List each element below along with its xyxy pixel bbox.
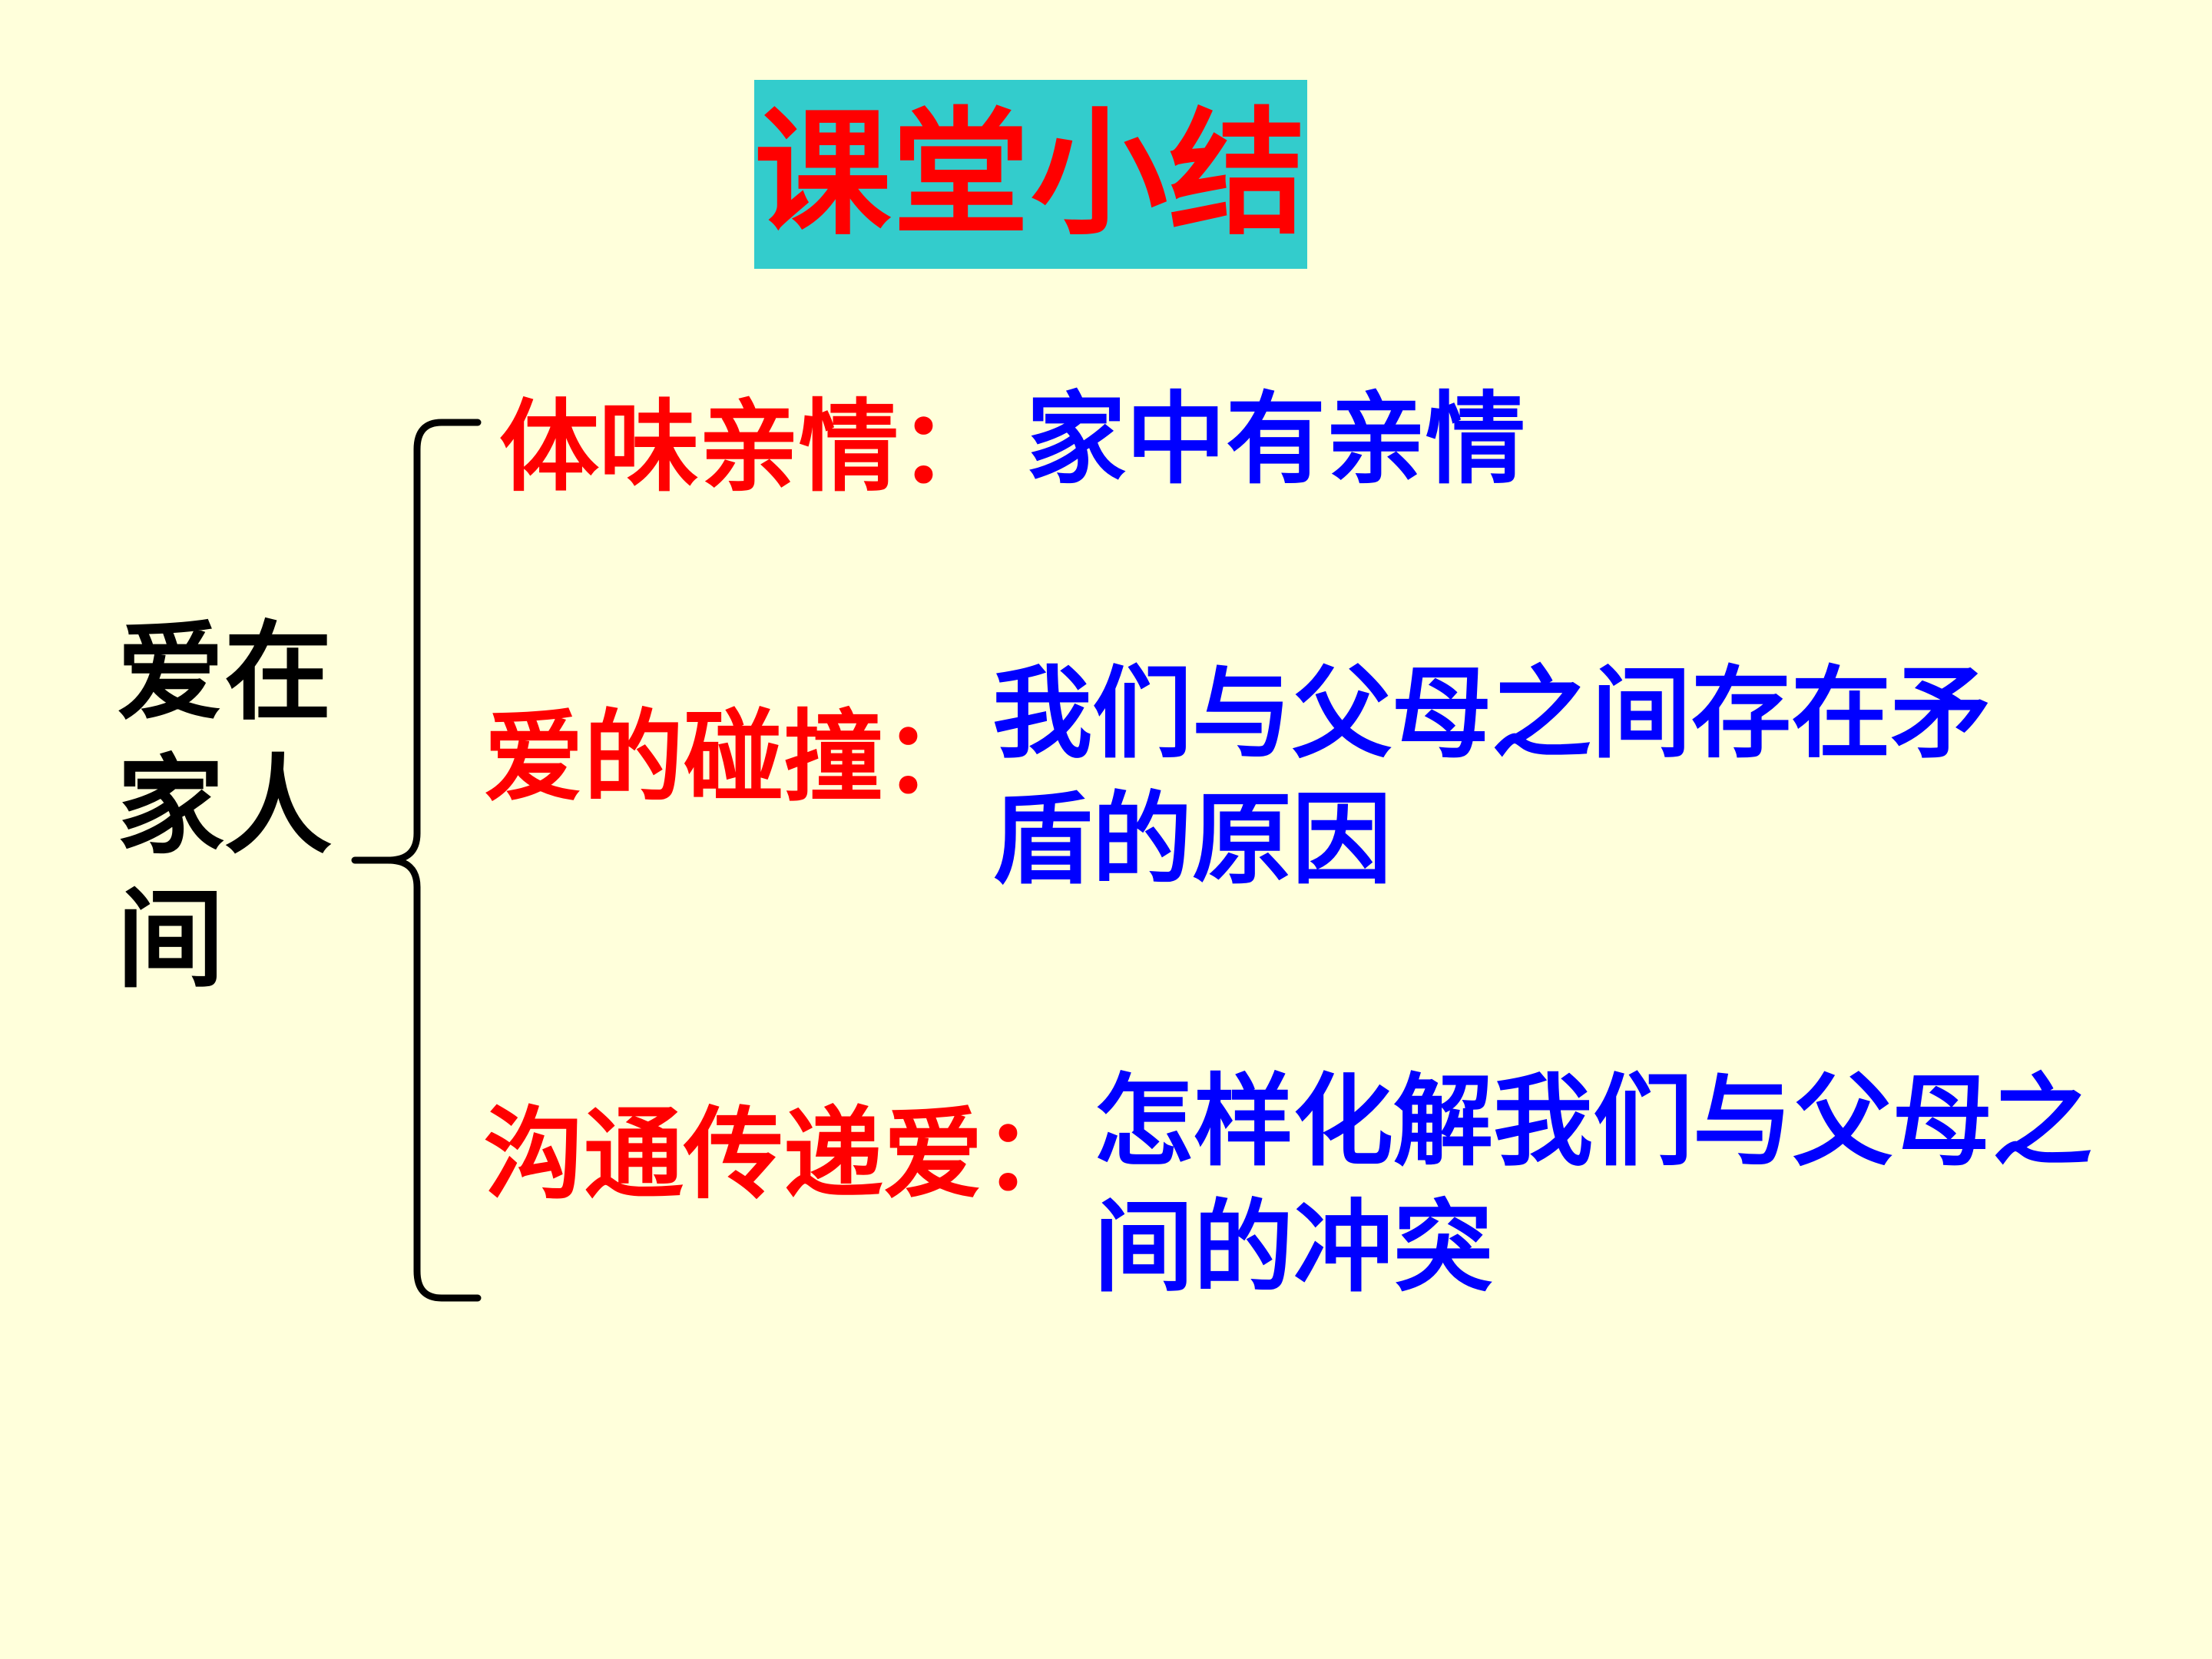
main-topic-line-1: 爱在 xyxy=(117,611,333,736)
branch-desc-line: 我们与父母之间存在矛 xyxy=(992,655,1992,772)
branch-label-love-clash: 爱的碰撞： xyxy=(484,699,984,816)
curly-brace xyxy=(351,419,482,1302)
main-topic-line-3: 间 xyxy=(117,878,225,1003)
branch-desc-line: 间的冲突 xyxy=(1094,1189,1494,1306)
title-banner: 课堂小结 xyxy=(754,80,1307,269)
main-topic-line-2: 家人 xyxy=(117,744,333,869)
branch-desc-line: 家中有亲情 xyxy=(1026,381,1526,498)
branch-label-family-love: 体味亲情： xyxy=(499,389,999,505)
branch-desc-line: 盾的原因 xyxy=(992,781,1392,898)
branch-label-communication: 沟通传递爱： xyxy=(484,1096,1084,1213)
branch-desc-communication: 怎样化解我们与父母之 间的冲突 xyxy=(1094,1058,2092,1310)
slide-title: 课堂小结 xyxy=(754,94,1307,253)
branch-desc-line: 怎样化解我们与父母之 xyxy=(1094,1063,2093,1180)
main-topic: 爱在 家人 间 xyxy=(117,607,347,1008)
branch-desc-family-love: 家中有亲情 xyxy=(1026,376,1525,502)
branch-desc-love-clash: 我们与父母之间存在矛 盾的原因 xyxy=(992,651,1991,902)
